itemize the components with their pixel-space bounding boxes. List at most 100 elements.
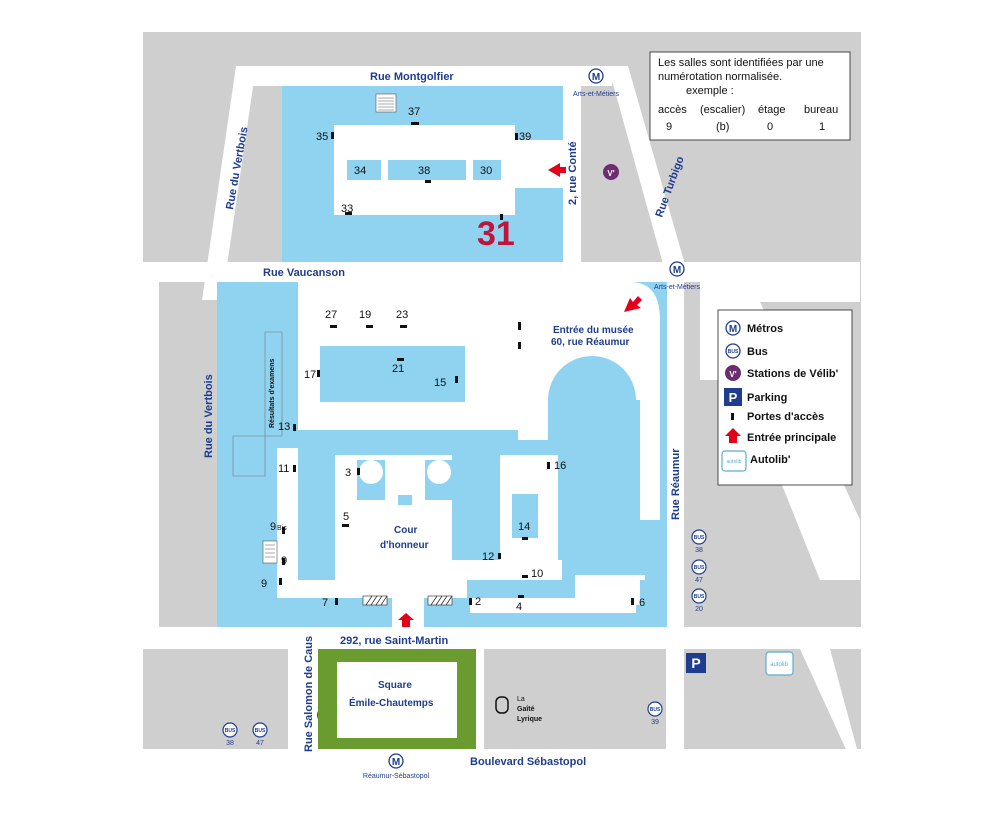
street-vertbois-left: Rue du Vertbois: [203, 374, 215, 458]
metro-icon: [388, 753, 404, 769]
svg-text:Stations de Vélib': Stations de Vélib': [747, 368, 839, 380]
autolib-icon: [765, 651, 794, 676]
street-saint-martin: 292, rue Saint-Martin: [340, 635, 448, 647]
autolib-icon: [721, 450, 747, 472]
bus-stop-38: BUS 38: [691, 529, 707, 554]
room-3: 3: [345, 467, 351, 479]
room-34: 34: [354, 165, 366, 177]
room-11: 11: [278, 463, 289, 475]
street-conte: 2, rue Conté: [567, 141, 579, 205]
svg-text:38: 38: [695, 547, 703, 554]
parking-icon: [724, 388, 742, 406]
legend-entree: Entrée principale: [725, 428, 836, 444]
door-icon: [731, 413, 734, 420]
room-35: 35: [316, 131, 328, 143]
entrance-arrow-icon: [398, 613, 414, 627]
entrance-arrow-icon: [548, 163, 566, 177]
room-5: 5: [343, 511, 349, 523]
metro-label: Réaumur-Sébastopol: [363, 773, 430, 780]
legend-bus: BUS Bus: [725, 343, 768, 359]
bus-stop-39: BUS 39: [647, 701, 663, 726]
room-21: 21: [392, 363, 404, 375]
room-39: 39: [519, 131, 531, 143]
streets-layer: [143, 66, 861, 785]
svg-text:V': V': [729, 370, 736, 379]
room-9: 9: [261, 578, 267, 590]
room-2: 2: [475, 596, 481, 608]
svg-text:BUS: BUS: [225, 728, 236, 734]
bus-icon: [691, 559, 707, 575]
metro-icon: [588, 68, 604, 84]
street-reaumur: Rue Réaumur: [670, 448, 682, 520]
gaite-label-3: Lyrique: [517, 716, 542, 723]
bus-icon: [252, 722, 268, 738]
autolib-station: autolib: [765, 651, 794, 676]
bus-icon: [691, 529, 707, 545]
examens-outline: [232, 331, 283, 477]
legend-line1: Les salles sont identifiées par une: [658, 57, 824, 69]
numbering-legend: Les salles sont identifiées par une numé…: [649, 51, 851, 141]
legend-line2: numérotation normalisée.: [658, 71, 782, 83]
svg-text:M: M: [592, 72, 600, 83]
legend-metros: M Métros: [725, 320, 783, 336]
legend-value-etage: 0: [767, 121, 773, 133]
svg-text:V': V': [607, 169, 614, 178]
svg-text:autolib: autolib: [770, 662, 788, 668]
room-6: 6: [639, 597, 645, 609]
svg-text:47: 47: [256, 740, 264, 747]
svg-text:M: M: [673, 265, 681, 276]
room-27: 27: [325, 309, 337, 321]
street-sebastopol: Boulevard Sébastopol: [470, 756, 586, 768]
building-31: [282, 86, 563, 262]
velib-icon: [725, 365, 741, 381]
examens-label: Résultats d'examens: [269, 359, 276, 428]
bus-stop-47: BUS 47: [691, 559, 707, 584]
room-14: 14: [518, 521, 530, 533]
legend-portes: Portes d'accès: [731, 411, 824, 423]
legend-value-escalier: (b): [716, 121, 729, 133]
room-9-stair: 9: [281, 555, 287, 567]
bus-icon: [222, 722, 238, 738]
room-38: 38: [418, 165, 430, 177]
entrance-arrows: [398, 163, 642, 627]
room-15: 15: [434, 377, 446, 389]
bus-icon: [647, 701, 663, 717]
building-31-label: 31: [477, 215, 515, 253]
metro-arts-et-metiers-right: M Arts-et-Métiers: [654, 261, 700, 291]
room-10: 10: [531, 568, 543, 580]
svg-text:39: 39: [651, 719, 659, 726]
musee-label: Entrée du musée: [553, 325, 634, 336]
street-salomon-de-caus: Rue Salomon de Caus: [303, 636, 315, 752]
room-12: 12: [482, 551, 494, 563]
room-16: 16: [554, 460, 566, 472]
cour-label-2: d'honneur: [380, 540, 429, 551]
main-building: [217, 282, 667, 627]
svg-text:BUS: BUS: [694, 565, 705, 571]
gate-hatching: [362, 595, 453, 606]
svg-text:Portes d'accès: Portes d'accès: [747, 411, 824, 423]
gaite-label-2: Gaîté: [517, 706, 535, 713]
room-numbers: 37 35 39 34 38 30 33 27 19 23 17 21 15 1…: [261, 106, 645, 613]
svg-text:BUS: BUS: [694, 535, 705, 541]
bus-stop-20: BUS 20: [691, 588, 707, 613]
room-7: 7: [322, 597, 328, 609]
square-emile-chautemps: Square Émile-Chautemps: [318, 649, 476, 749]
musee-address: 60, rue Réaumur: [551, 337, 629, 348]
legend-value-acces: 9: [666, 121, 672, 133]
room-23: 23: [396, 309, 408, 321]
svg-text:Métros: Métros: [747, 323, 783, 335]
room-19: 19: [359, 309, 371, 321]
parking-icon: [686, 653, 706, 673]
legend-header-acces: accès: [658, 104, 687, 116]
staircase-icon: [262, 540, 278, 564]
room-9-bis-suffix: Bis: [277, 525, 287, 532]
svg-text:BUS: BUS: [650, 707, 661, 713]
metro-label: Arts-et-Métiers: [573, 91, 619, 98]
square-label-2: Émile-Chautemps: [349, 696, 434, 709]
velib-station-turbigo: V': [603, 164, 619, 180]
svg-text:BUS: BUS: [728, 349, 739, 355]
bus-icon: [725, 343, 741, 359]
map-legend: M Métros BUS Bus V' Stations de Vélib' P…: [717, 309, 853, 486]
square-label-1: Square: [378, 680, 412, 691]
